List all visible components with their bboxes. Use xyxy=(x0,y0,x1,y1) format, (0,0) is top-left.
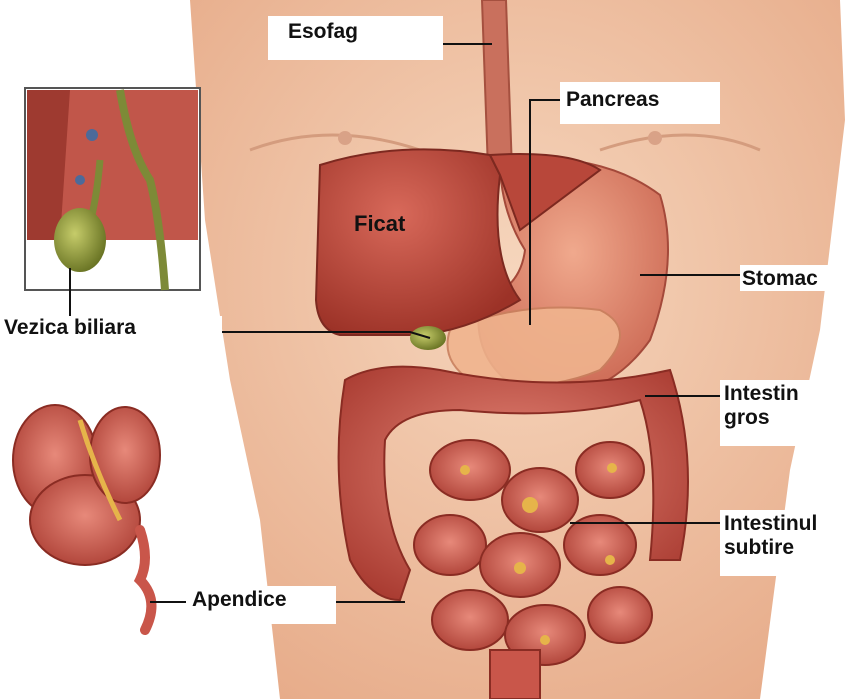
label-esofag: Esofag xyxy=(268,16,443,60)
liver xyxy=(316,149,520,335)
label-intestinul-subtire: Intestinul subtire xyxy=(720,510,852,576)
nipple-right xyxy=(648,131,662,145)
label-apendice: Apendice xyxy=(186,586,336,624)
inset-gallbladder xyxy=(25,88,200,290)
rectum xyxy=(490,650,540,699)
esophagus xyxy=(482,0,512,170)
label-intestin-gros: Intestin gros xyxy=(720,380,852,446)
label-ficat: Ficat xyxy=(354,212,405,236)
label-stomac: Stomac xyxy=(740,265,852,291)
small-intestine xyxy=(414,440,652,665)
label-pancreas: Pancreas xyxy=(560,82,720,124)
inset-appendix xyxy=(13,405,160,630)
label-vezica-biliara: Vezica biliara xyxy=(0,316,222,340)
nipple-left xyxy=(338,131,352,145)
